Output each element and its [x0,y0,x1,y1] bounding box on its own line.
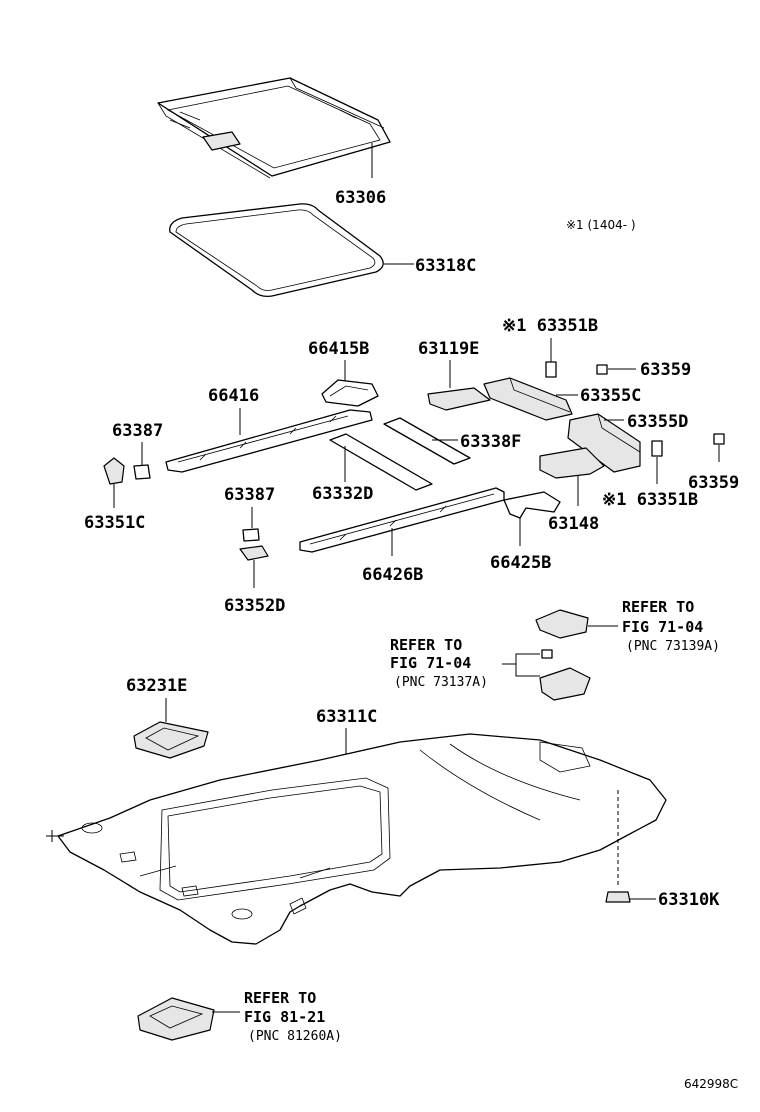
ref-73139A-line2: FIG 71-04 [622,618,703,636]
part-63311C-headliner [46,733,667,945]
label-63306: 63306 [335,188,386,208]
ref-81260A-line3: (PNC 81260A) [248,1029,342,1044]
label-63231E: 63231E [126,676,187,696]
note-production-range: ※1 (1404- ) [566,218,636,232]
label-66416: 66416 [208,386,259,406]
label-63355D: 63355D [627,412,688,432]
label-63351C: 63351C [84,513,145,533]
part-63387-pad-b [242,528,260,542]
part-66425B [503,491,561,519]
label-63359-a: 63359 [640,360,691,380]
label-63387-a: 63387 [112,421,163,441]
label-63351B-top: ※1 63351B [502,316,598,336]
part-overhead-console [137,997,215,1041]
document-code: 642998C [684,1077,738,1091]
part-63351B-clip-bottom [651,440,663,457]
label-63387-b: 63387 [224,485,275,505]
part-63310K [605,891,631,903]
ref-81260A-line2: FIG 81-21 [244,1008,325,1026]
label-66415B: 66415B [308,339,369,359]
label-63355C: 63355C [580,386,641,406]
part-66415B [321,379,379,407]
label-63332D: 63332D [312,484,373,504]
ref-81260A-line1: REFER TO [244,989,316,1007]
label-63119E: 63119E [418,339,479,359]
part-room-lamp [539,667,591,701]
label-66426B: 66426B [362,565,423,585]
part-63359-clip-a [596,364,608,375]
part-63359-clip-b [713,433,725,445]
label-63318C: 63318C [415,256,476,276]
part-63332D [329,433,433,491]
ref-73137A-line1: REFER TO [390,636,462,654]
part-63306-sunshade [157,77,391,179]
part-66416 [165,409,373,473]
part-63355C [483,377,573,421]
part-map-lamp [535,609,589,639]
ref-73139A-line3: (PNC 73139A) [626,639,720,654]
part-63338F [383,417,471,465]
part-63119E [427,387,491,411]
label-63351B-bottom: ※1 63351B [602,490,698,510]
ref-73139A-line1: REFER TO [622,598,694,616]
part-63387-pad-a [133,464,151,480]
label-63359-b: 63359 [688,473,739,493]
label-63148: 63148 [548,514,599,534]
leader-73137A [502,653,540,677]
part-63231E [133,721,209,759]
part-63318C-weatherstrip [169,203,384,298]
label-63352D: 63352D [224,596,285,616]
label-63310K: 63310K [658,890,720,910]
ref-73137A-line3: (PNC 73137A) [394,675,488,690]
label-66425B: 66425B [490,553,551,573]
ref-73137A-line2: FIG 71-04 [390,654,471,672]
part-63352D [239,545,269,561]
part-lamp-bulb [541,649,553,659]
part-63351C [103,457,125,485]
part-63351B-clip-top [545,361,557,378]
label-63338F: 63338F [460,432,521,452]
part-63148 [539,447,605,479]
label-63311C: 63311C [316,707,377,727]
